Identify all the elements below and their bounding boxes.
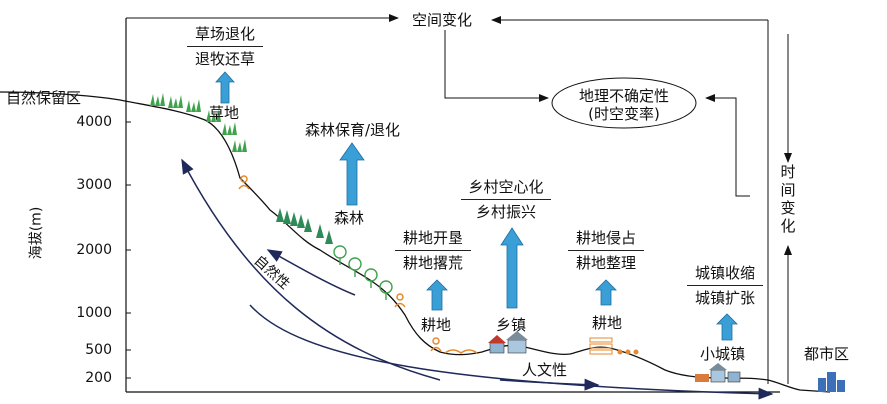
cropland-upper-label: 耕地 [421, 316, 452, 334]
small-town-change-bottom: 城镇扩张 [694, 289, 755, 307]
humanity-arrow-inner [499, 378, 600, 391]
grass-icons [150, 93, 247, 152]
city-skyline-icon [818, 372, 845, 392]
y-tick-3000: 3000 [76, 177, 112, 193]
y-tick-1000: 1000 [76, 305, 112, 321]
cropland-lower-arrow [595, 279, 617, 306]
spatial-change-flow [126, 14, 792, 384]
township-arrow [500, 227, 524, 309]
naturalness-arrow-inner [266, 249, 356, 296]
humanity-label: 人文性 [522, 361, 568, 379]
forest-label: 森林 [334, 209, 365, 227]
township-label: 乡镇 [496, 316, 527, 334]
nature-reserve-label: 自然保留区 [6, 89, 82, 107]
humanity-arrow [249, 304, 774, 400]
cropland-upper-change-top: 耕地开垦 [395, 229, 471, 251]
y-axis-label: 海拔(m) [28, 206, 45, 260]
township-change-top: 乡村空心化 [461, 178, 551, 200]
small-town-arrow [716, 313, 738, 341]
uncertainty-line2: (时空变率) [588, 105, 660, 123]
cropland-upper-arrow [426, 279, 448, 311]
settlement-icons [444, 331, 741, 383]
change-arrows [215, 71, 738, 341]
forest-change: 森林保育/退化 [305, 121, 401, 139]
grassland-change-top: 草场退化 [187, 25, 263, 47]
y-tick-200: 200 [85, 370, 112, 386]
grassland-label: 草地 [209, 104, 240, 122]
spatial-change-label: 空间变化 [408, 11, 477, 29]
cropland-lower-change: 耕地侵占 耕地整理 [568, 229, 644, 272]
temporal-change-label: 时间变化 [779, 163, 797, 235]
township-change: 乡村空心化 乡村振兴 [461, 178, 551, 221]
uncertainty-line1: 地理不确定性 [579, 87, 670, 105]
y-tick-2000: 2000 [76, 242, 112, 258]
cropland-lower-label: 耕地 [592, 314, 623, 332]
cropland-upper-change: 耕地开垦 耕地撂荒 [395, 229, 471, 272]
forest-arrow [339, 142, 365, 206]
person-icons [238, 175, 442, 352]
y-axis-ticks [126, 121, 131, 379]
grassland-arrow [215, 71, 235, 104]
cropland-upper-change-bottom: 耕地撂荒 [402, 254, 463, 272]
y-tick-500: 500 [85, 342, 112, 358]
small-town-change: 城镇收缩 城镇扩张 [687, 264, 763, 307]
grassland-change-bottom: 退牧还草 [194, 50, 255, 68]
grassland-change: 草场退化 退牧还草 [187, 25, 263, 68]
small-town-label: 小城镇 [700, 345, 746, 363]
cropland-lower-change-top: 耕地侵占 [568, 229, 644, 251]
naturalness-arrow [181, 158, 441, 381]
cropland-lower-change-bottom: 耕地整理 [575, 254, 636, 272]
small-town-change-top: 城镇收缩 [687, 264, 763, 286]
uncertainty-ellipse [551, 77, 697, 129]
urban-area-label: 都市区 [804, 345, 850, 363]
y-tick-4000: 4000 [76, 114, 112, 130]
terrain-profile [0, 91, 831, 393]
township-change-bottom: 乡村振兴 [475, 203, 536, 221]
tree-icons [276, 208, 393, 300]
